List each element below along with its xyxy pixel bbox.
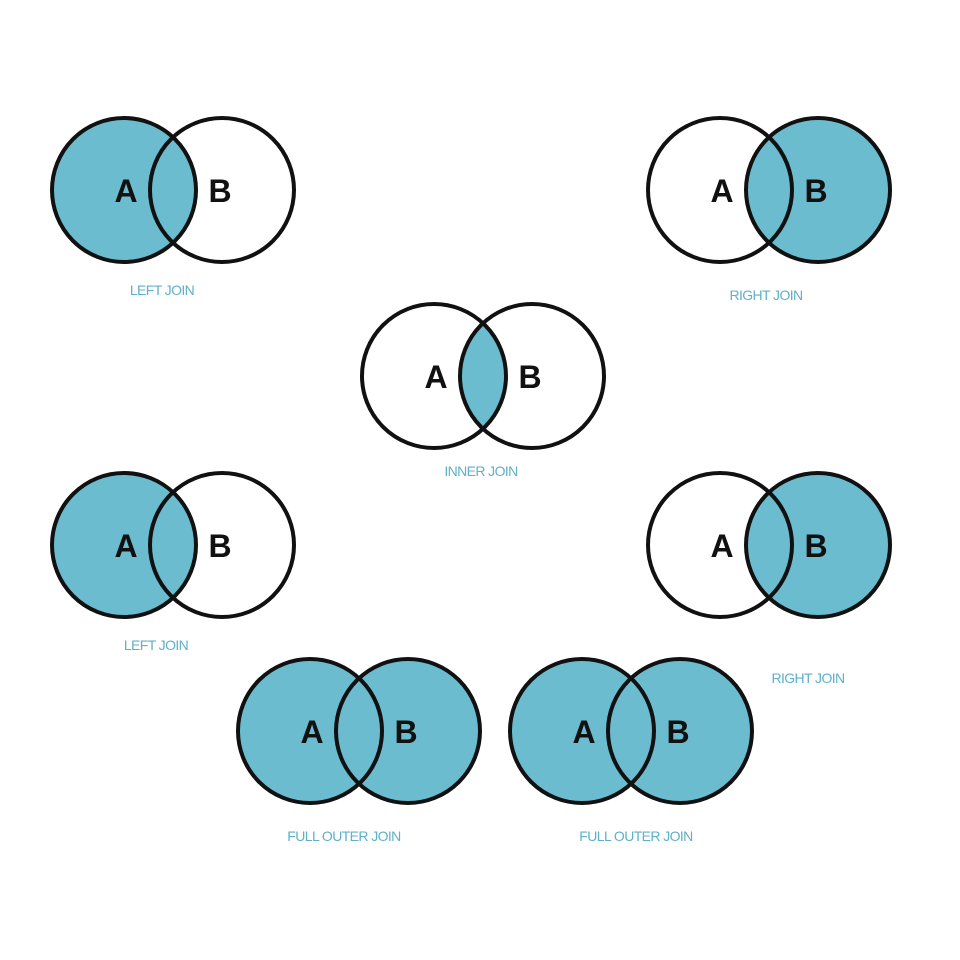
circle-a [646,116,794,264]
circle-a [50,116,198,264]
set-label-b: B [804,528,827,564]
venn-left-join-exclusive: A B LEFT JOIN [50,471,296,653]
set-label-a: A [300,714,323,750]
venn-full-outer-join: A B FULL OUTER JOIN [236,657,482,844]
circle-b [606,657,754,805]
set-label-b: B [208,528,231,564]
region-overlap [336,678,383,784]
set-label-a: A [114,173,137,209]
set-label-b: B [208,173,231,209]
circle-a [508,657,656,805]
set-label-a: A [572,714,595,750]
circle-a [646,471,794,619]
join-caption: RIGHT JOIN [729,287,802,303]
region-overlap [150,137,197,243]
venn-full-outer-join-exclusive: A B FULL OUTER JOIN [508,657,754,844]
venn-right-join-exclusive: A B RIGHT JOIN [646,471,892,686]
set-label-b: B [394,714,417,750]
join-caption: INNER JOIN [444,463,517,479]
join-caption: LEFT JOIN [124,637,188,653]
circle-b [148,116,296,264]
circle-b [458,302,606,450]
join-caption: RIGHT JOIN [771,670,844,686]
circle-b [148,471,296,619]
venn-left-join-top: A B LEFT JOIN [50,116,296,298]
set-label-b: B [804,173,827,209]
set-label-a: A [710,528,733,564]
set-label-a: A [114,528,137,564]
set-label-a: A [710,173,733,209]
venn-inner-join: A B INNER JOIN [360,302,606,479]
circle-a [236,657,384,805]
set-label-b: B [518,359,541,395]
region-overlap [460,323,507,429]
circle-a [360,302,508,450]
region-overlap [746,137,793,243]
circle-b [744,471,892,619]
set-label-a: A [424,359,447,395]
venn-right-join-top: A B RIGHT JOIN [646,116,892,303]
join-caption: LEFT JOIN [130,282,194,298]
join-caption: FULL OUTER JOIN [287,828,400,844]
circle-a [50,471,198,619]
set-label-b: B [666,714,689,750]
circle-b [744,116,892,264]
join-caption: FULL OUTER JOIN [579,828,692,844]
circle-b [334,657,482,805]
